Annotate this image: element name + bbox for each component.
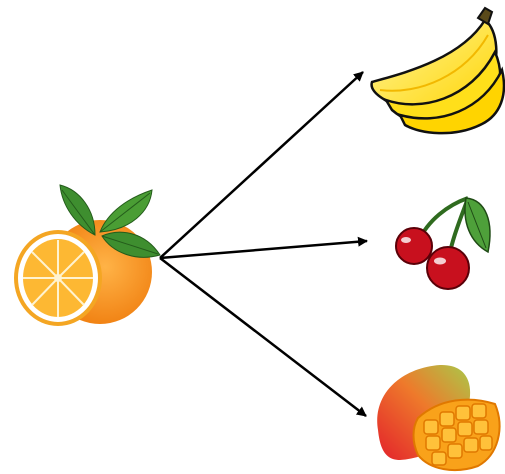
orange-icon (14, 184, 161, 326)
arrow-to-cherries (159, 236, 368, 260)
cherries-icon (395, 196, 491, 290)
arrow-to-banana (159, 71, 364, 259)
banana-icon (370, 6, 505, 135)
arrow-to-mango (159, 257, 367, 417)
arrows (159, 71, 368, 417)
mango-icon (377, 364, 501, 472)
